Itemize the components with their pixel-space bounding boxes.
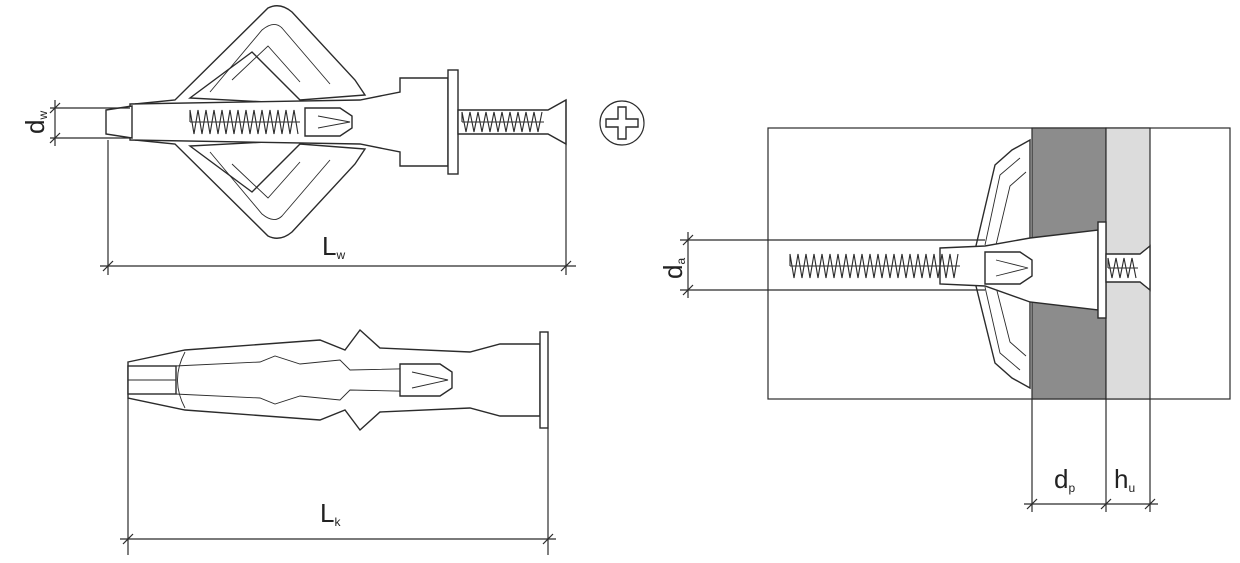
cavity-frame — [767, 127, 1231, 400]
screw-thread-inner — [189, 109, 300, 135]
lw-label-main: L — [322, 231, 336, 261]
installed-upper-wing — [974, 138, 1031, 251]
installed-anchor-view — [767, 127, 1231, 400]
dw-label-main: d — [20, 120, 50, 134]
dimension-dp-hu: dp hu — [1024, 399, 1158, 512]
expanded-anchor-view — [105, 5, 567, 239]
thread-zigzag — [189, 109, 299, 135]
lw-label-sub: w — [335, 248, 345, 262]
anchor-collar-closed — [539, 331, 549, 429]
svg-text:da: da — [658, 258, 688, 279]
anchor-upper-wing — [134, 5, 367, 105]
dimension-dw: dw — [20, 100, 130, 146]
lk-label-sub: k — [334, 515, 341, 529]
dimension-lk: Lk — [120, 398, 556, 555]
svg-text:hu: hu — [1114, 464, 1135, 495]
anchor-collar — [447, 69, 459, 175]
svg-text:dp: dp — [1054, 464, 1075, 495]
screw-thread-outer — [461, 111, 544, 133]
lk-label-main: L — [320, 498, 334, 528]
anchor-body-closed — [127, 328, 541, 432]
thread-zigzag — [1107, 257, 1137, 279]
hu-label-sub: u — [1128, 481, 1135, 495]
da-label-sub: a — [674, 258, 688, 265]
dp-label-main: d — [1054, 464, 1068, 494]
unexpanded-anchor-view — [127, 328, 549, 432]
dw-label-sub: w — [36, 111, 50, 121]
dp-label-sub: p — [1068, 481, 1075, 495]
da-label-main: d — [658, 265, 688, 279]
svg-text:Lw: Lw — [322, 231, 345, 262]
hu-label-main: h — [1114, 464, 1128, 494]
dimension-lw: Lw — [100, 100, 576, 275]
svg-text:Lk: Lk — [320, 498, 341, 529]
anchor-lower-wing — [134, 139, 367, 239]
phillips-drive-icon — [599, 100, 645, 146]
dimension-da: da — [658, 232, 985, 298]
svg-text:dw: dw — [20, 111, 50, 134]
installed-screw-thread — [789, 253, 960, 279]
